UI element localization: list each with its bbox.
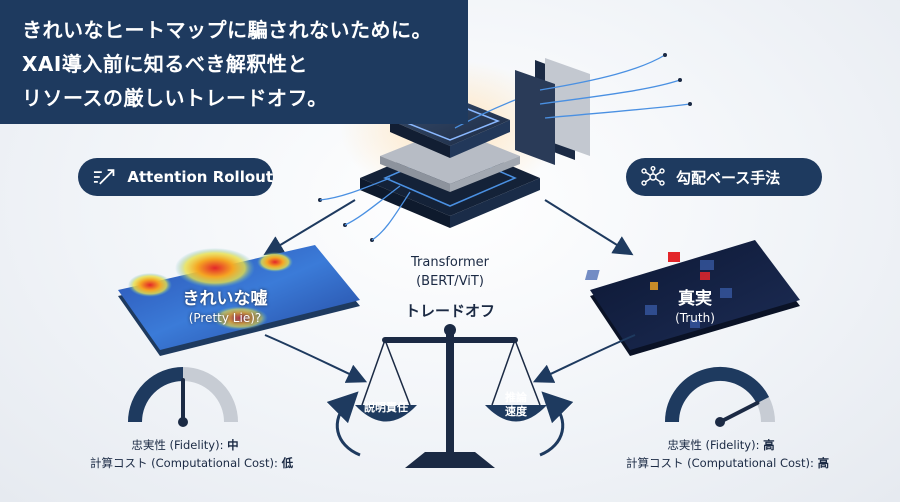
left-metrics: 忠実性 (Fidelity): 中 計算コスト (Computational C… bbox=[90, 436, 293, 472]
right-cost-label: 計算コスト (Computational Cost): bbox=[626, 456, 818, 470]
left-fidelity-label: 忠実性 (Fidelity): bbox=[131, 438, 228, 452]
left-cost-label: 計算コスト (Computational Cost): bbox=[90, 456, 282, 470]
attention-rollout-pill: Attention Rollout bbox=[78, 158, 273, 196]
banner-line-3: リソースの厳しいトレードオフ。 bbox=[22, 86, 328, 110]
gradient-method-pill: 勾配ベース手法 bbox=[626, 158, 822, 196]
balance-scale-icon bbox=[355, 324, 547, 468]
banner-line-1: きれいなヒートマップに騙されないために。 bbox=[22, 18, 432, 42]
data-streams bbox=[454, 54, 691, 129]
right-cost-row: 計算コスト (Computational Cost): 高 bbox=[626, 454, 829, 472]
right-metrics: 忠実性 (Fidelity): 高 計算コスト (Computational C… bbox=[626, 436, 829, 472]
arrow-to-left-heatmap bbox=[263, 199, 356, 256]
right-heatmap-tile bbox=[584, 240, 800, 356]
right-gauge-icon bbox=[664, 367, 775, 427]
trend-arrow-icon bbox=[93, 169, 115, 185]
right-fidelity-value: 高 bbox=[763, 438, 775, 452]
network-graph-icon bbox=[641, 166, 665, 186]
pretty-lie-title: きれいな嘘 bbox=[182, 289, 268, 309]
arrow-left-to-balance bbox=[264, 334, 368, 383]
truth-title: 真実 bbox=[678, 289, 712, 309]
arrow-right-to-balance bbox=[532, 334, 636, 383]
title-banner: きれいなヒートマップに騙されないために。 XAI導入前に知るべき解釈性と リソー… bbox=[0, 0, 468, 124]
left-heatmap-tile bbox=[118, 245, 360, 356]
left-fidelity-value: 中 bbox=[227, 438, 239, 452]
right-cost-value: 高 bbox=[817, 456, 830, 470]
pan-right-line-1: 推論 bbox=[505, 391, 527, 404]
truth-subtitle: (Truth) bbox=[675, 311, 715, 325]
data-panels-icon bbox=[515, 58, 590, 165]
arrow-to-right-heatmap bbox=[544, 199, 634, 256]
cycle-arrow-right bbox=[539, 391, 574, 457]
inference-speed-pan-label: 推論 速度 bbox=[486, 391, 546, 419]
pretty-lie-subtitle: (Pretty Lie)? bbox=[188, 311, 262, 325]
model-variants: (BERT/ViT) bbox=[416, 274, 484, 289]
left-heatmap-caption: きれいな嘘 (Pretty Lie)? bbox=[150, 284, 300, 325]
right-heatmap-caption: 真実 (Truth) bbox=[625, 284, 765, 325]
cycle-arrow-left bbox=[326, 391, 361, 457]
pan-left-line-1: 説明責任 bbox=[364, 401, 408, 414]
left-fidelity-row: 忠実性 (Fidelity): 中 bbox=[90, 436, 280, 454]
right-fidelity-row: 忠実性 (Fidelity): 高 bbox=[626, 436, 816, 454]
banner-line-2: XAI導入前に知るべき解釈性と bbox=[22, 52, 308, 76]
left-gauge-icon bbox=[128, 367, 238, 427]
left-cost-value: 低 bbox=[281, 456, 294, 470]
right-fidelity-label: 忠実性 (Fidelity): bbox=[667, 438, 764, 452]
model-label: Transformer (BERT/ViT) bbox=[385, 253, 515, 291]
left-cost-row: 計算コスト (Computational Cost): 低 bbox=[90, 454, 293, 472]
gradient-method-label: 勾配ベース手法 bbox=[676, 168, 781, 187]
tradeoff-title: トレードオフ bbox=[404, 302, 495, 320]
pan-right-line-2: 速度 bbox=[505, 405, 527, 418]
chip-wires bbox=[319, 177, 411, 241]
accountability-pan-label: 説明責任 bbox=[356, 399, 416, 415]
model-name: Transformer bbox=[410, 255, 489, 270]
attention-rollout-label: Attention Rollout bbox=[127, 168, 273, 186]
